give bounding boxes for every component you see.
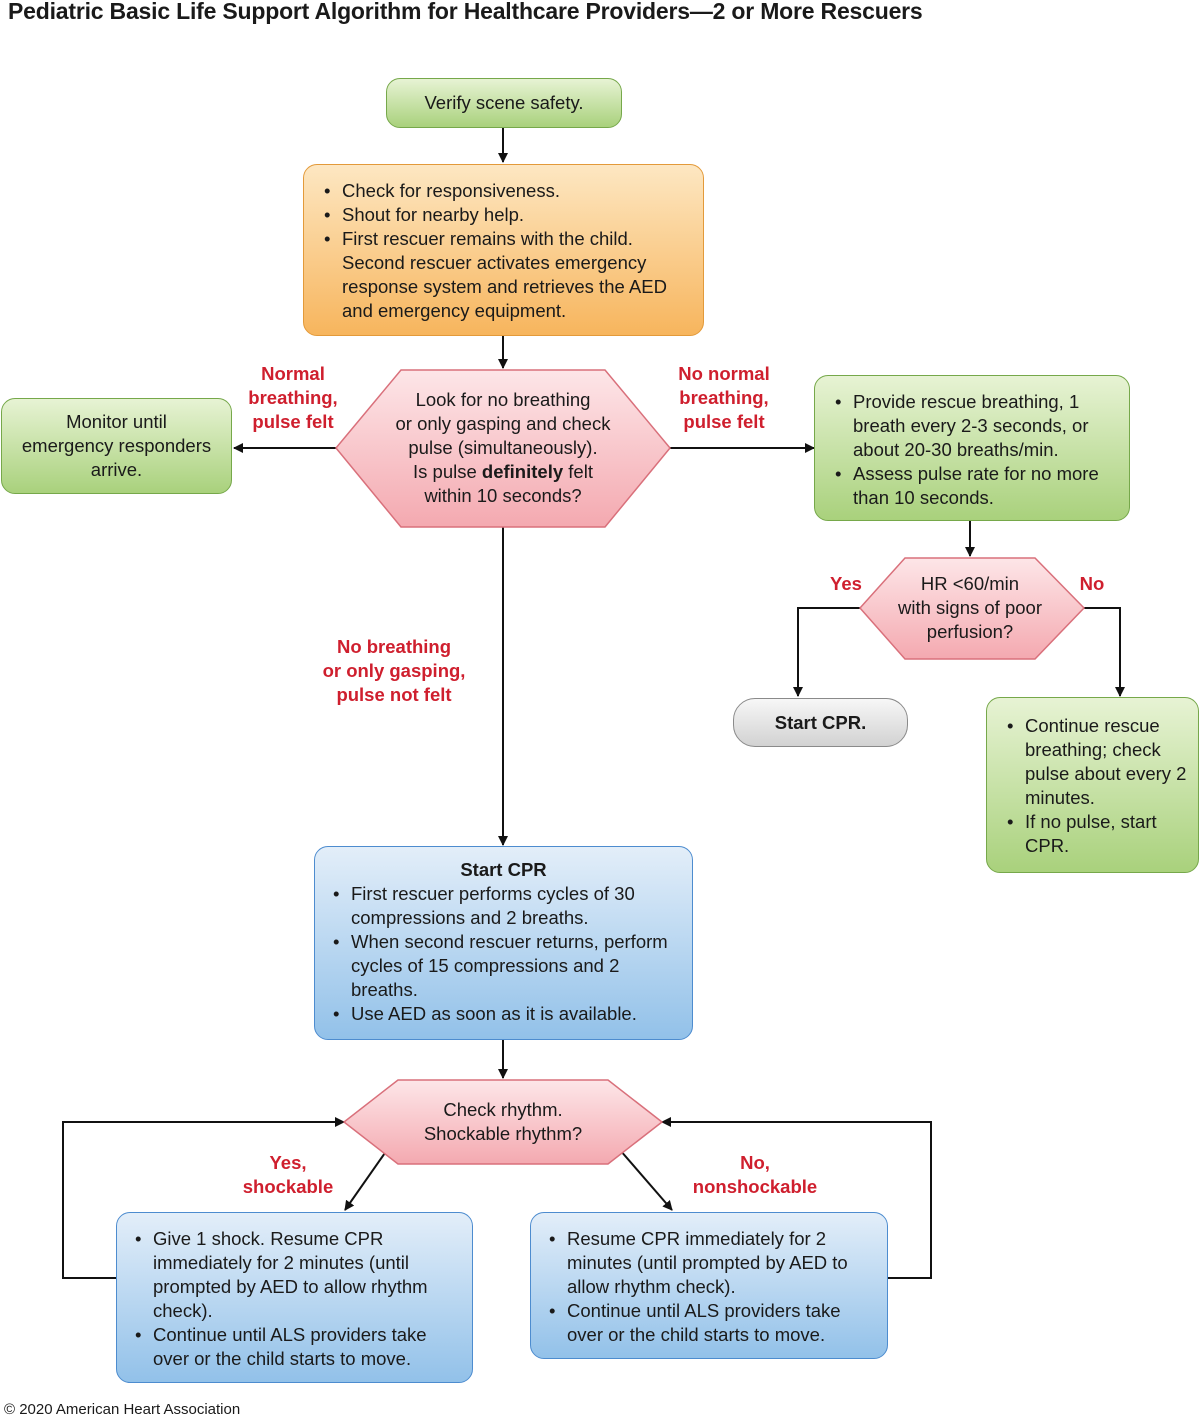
look-line: within 10 seconds?: [424, 485, 582, 506]
label-no-nonshockable: No, nonshockable: [674, 1151, 836, 1199]
hr-decision-text: HR <60/min with signs of poor perfusion?: [880, 566, 1060, 650]
label-line: Normal: [261, 363, 325, 384]
look-decision-shape: [335, 369, 671, 528]
no-shock-list: Resume CPR immediately for 2 minutes (un…: [545, 1227, 877, 1347]
start-cpr-box: Start CPR First rescuer performs cycles …: [314, 846, 693, 1040]
list-item: Continue until ALS providers take over o…: [545, 1299, 877, 1347]
shock-list: Give 1 shock. Resume CPR immediately for…: [131, 1227, 460, 1371]
label-yes: Yes: [830, 573, 862, 594]
list-item: Use AED as soon as it is available.: [329, 1002, 678, 1026]
continue-rescue-box: Continue rescue breathing; check pulse a…: [986, 697, 1199, 873]
continue-rescue-list: Continue rescue breathing; check pulse a…: [1003, 714, 1188, 858]
monitor-text: Monitor until emergency responders arriv…: [21, 411, 212, 480]
look-line-emphasis: definitely: [481, 461, 564, 482]
verify-scene-safety-text: Verify scene safety.: [424, 92, 584, 113]
verify-scene-safety-box: Verify scene safety.: [386, 78, 622, 128]
label-line: pulse not felt: [336, 684, 452, 705]
look-line-pre: Is pulse: [413, 461, 482, 482]
hr-line: with signs of poor: [898, 597, 1042, 618]
list-item: First rescuer remains with the child. Se…: [320, 227, 687, 323]
rhythm-line: Check rhythm.: [443, 1099, 563, 1120]
copyright-footer: © 2020 American Heart Association: [4, 1401, 241, 1418]
list-item: If no pulse, start CPR.: [1003, 810, 1188, 858]
arrow-hr-yes-to-start-cpr: [793, 607, 860, 697]
look-line-post: felt: [563, 461, 593, 482]
list-item: Shout for nearby help.: [320, 203, 687, 227]
label-line: Yes,: [269, 1152, 307, 1173]
label-line: shockable: [242, 1176, 334, 1197]
label-line: pulse felt: [683, 411, 765, 432]
check-responsiveness-list: Check for responsiveness. Shout for near…: [320, 179, 687, 323]
look-line: or only gasping and check: [395, 413, 611, 434]
label-no-breathing: No breathing or only gasping, pulse not …: [300, 635, 488, 707]
hr-line: HR <60/min: [920, 573, 1020, 594]
start-cpr-list: First rescuer performs cycles of 30 comp…: [329, 882, 678, 1026]
look-line: Is pulse definitely felt: [396, 460, 611, 484]
list-item: Give 1 shock. Resume CPR immediately for…: [131, 1227, 460, 1323]
list-item: Continue until ALS providers take over o…: [131, 1323, 460, 1371]
list-item: Assess pulse rate for no more than 10 se…: [831, 462, 1117, 510]
hr-decision-shape: [858, 557, 1086, 660]
label-line: pulse felt: [252, 411, 334, 432]
rescue-breathing-list: Provide rescue breathing, 1 breath every…: [831, 390, 1117, 510]
start-cpr-heading: Start CPR: [460, 859, 547, 880]
look-decision-text: Look for no breathing or only gasping an…: [366, 376, 640, 520]
label-line: No normal: [678, 363, 770, 384]
list-item: Provide rescue breathing, 1 breath every…: [831, 390, 1117, 462]
check-responsiveness-box: Check for responsiveness. Shout for near…: [303, 164, 704, 336]
label-normal-breathing: Normal breathing, pulse felt: [236, 362, 350, 434]
start-cpr-small-text: Start CPR.: [774, 711, 867, 733]
label-no: No: [1079, 573, 1105, 594]
monitor-box: Monitor until emergency responders arriv…: [1, 398, 232, 494]
label-yes-shockable: Yes, shockable: [226, 1151, 350, 1199]
rescue-breathing-box: Provide rescue breathing, 1 breath every…: [814, 375, 1130, 521]
no-shock-box: Resume CPR immediately for 2 minutes (un…: [530, 1212, 888, 1359]
start-cpr-small-box: Start CPR.: [733, 698, 908, 747]
label-no-normal-breathing: No normal breathing, pulse felt: [664, 362, 784, 434]
list-item: First rescuer performs cycles of 30 comp…: [329, 882, 678, 930]
list-item: Check for responsiveness.: [320, 179, 687, 203]
look-line: pulse (simultaneously).: [408, 437, 598, 458]
label-line: breathing,: [248, 387, 338, 408]
label-line: No breathing: [336, 636, 452, 657]
list-item: Resume CPR immediately for 2 minutes (un…: [545, 1227, 877, 1299]
list-item: Continue rescue breathing; check pulse a…: [1003, 714, 1188, 810]
label-line: No,: [740, 1152, 770, 1173]
arrow-no-shock-loop: [661, 1117, 932, 1279]
arrow-rhythm-to-shock: [344, 1149, 388, 1211]
list-item: When second rescuer returns, perform cyc…: [329, 930, 678, 1002]
arrow-shock-loop: [62, 1117, 345, 1279]
look-line: Look for no breathing: [415, 389, 591, 410]
arrow-hr-no-to-continue: [1084, 607, 1125, 697]
rhythm-decision-text: Check rhythm. Shockable rhythm?: [380, 1086, 626, 1158]
label-line: or only gasping,: [322, 660, 466, 681]
hr-line: perfusion?: [926, 621, 1014, 642]
label-line: breathing,: [679, 387, 769, 408]
label-line: nonshockable: [692, 1176, 818, 1197]
arrow-rhythm-to-no-shock: [619, 1149, 673, 1211]
diagram-title: Pediatric Basic Life Support Algorithm f…: [8, 0, 923, 24]
shock-box: Give 1 shock. Resume CPR immediately for…: [116, 1212, 473, 1383]
rhythm-line: Shockable rhythm?: [423, 1123, 583, 1144]
rhythm-decision-shape: [342, 1079, 664, 1165]
